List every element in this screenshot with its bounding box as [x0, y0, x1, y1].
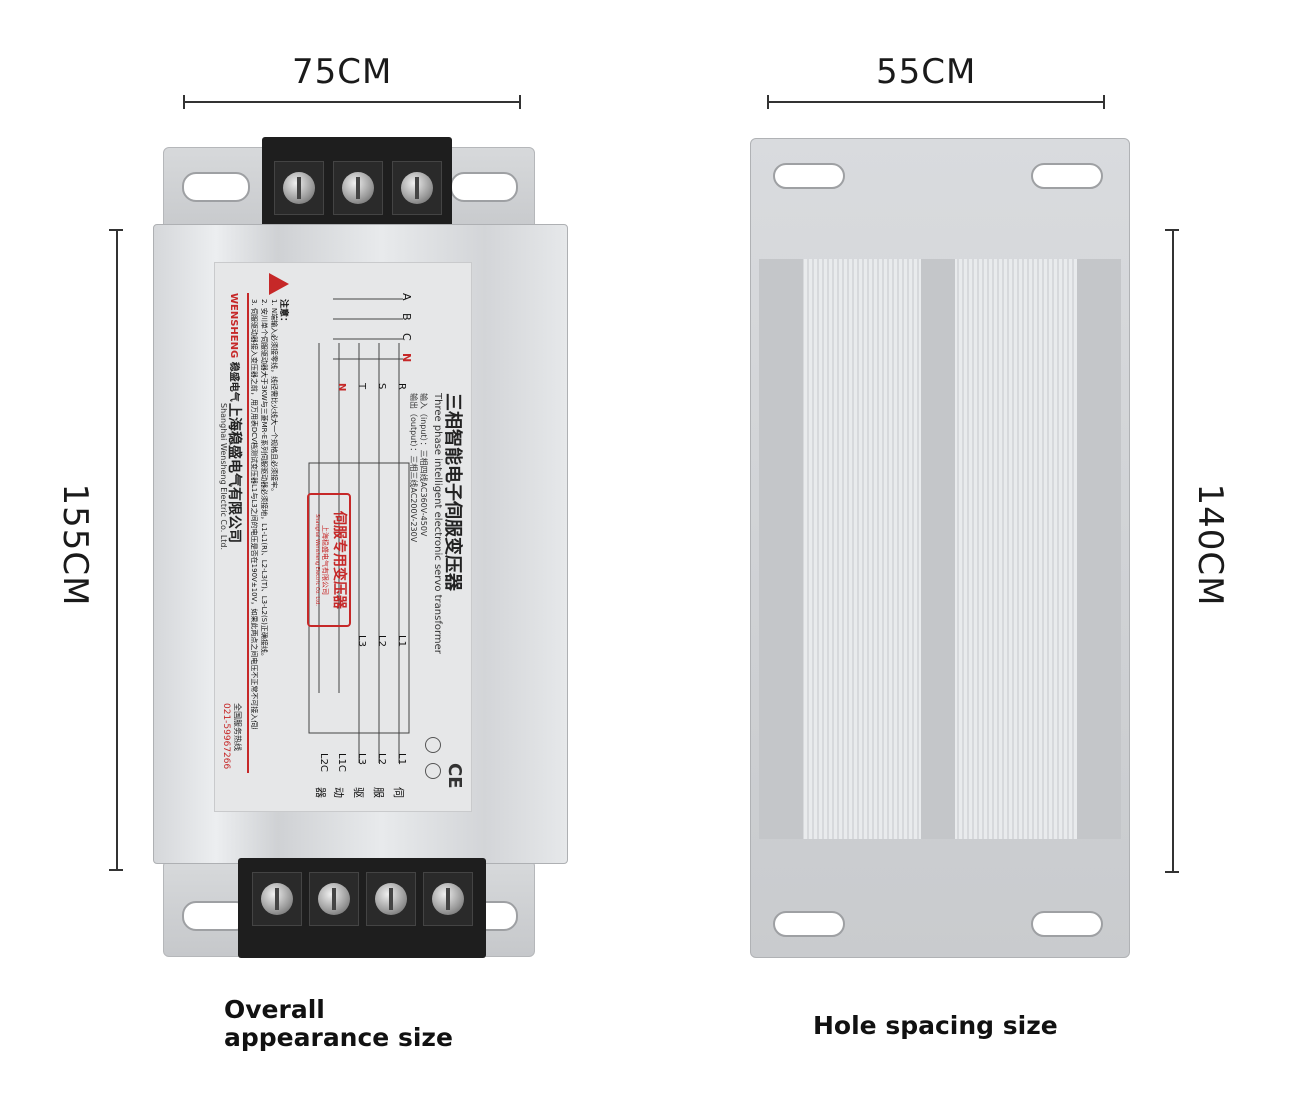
- right-height-label: 140CM: [1190, 483, 1230, 607]
- company-name: 上海稳盛电气有限公司: [226, 403, 242, 543]
- terminal-label-n: N: [400, 353, 413, 363]
- certification-icon: [425, 763, 441, 779]
- left-width-tick-start: [183, 95, 185, 109]
- mounting-slot: [1031, 911, 1103, 937]
- right-width-label: 55CM: [876, 52, 977, 92]
- mounting-slot: [773, 163, 845, 189]
- label-title-en: Three phase intelligent electronic servo…: [432, 393, 443, 654]
- mounting-slot: [182, 172, 250, 202]
- heatsink-band: [1077, 259, 1121, 839]
- right-caption: Hole spacing size: [813, 1011, 1058, 1040]
- terminal-label-t: T: [356, 383, 367, 390]
- input-terminal-block: [238, 858, 486, 958]
- label-title: 三相智能电子伺服变压器: [442, 393, 463, 591]
- left-caption: Overall appearance size: [224, 995, 453, 1052]
- certification-icon: [425, 737, 441, 753]
- output-label-l3: L3: [356, 635, 367, 647]
- servo-label-l2: L2: [376, 753, 387, 765]
- terminal-label-b: B: [400, 313, 413, 321]
- brand-logo: WENSHENG 稳盛电气: [228, 293, 243, 402]
- warning-icon: [269, 273, 289, 295]
- right-height-line: [1172, 229, 1174, 873]
- right-width-tick-start: [767, 95, 769, 109]
- terminal-label-a: A: [400, 293, 413, 301]
- servo-transformer-stamp: 伺服专用变压器 上海稳盛电气有限公司 Shanghai Wensheng Ele…: [307, 493, 351, 627]
- brand-name-cn: 稳盛电气: [228, 361, 239, 402]
- ce-mark: CE: [444, 763, 465, 789]
- servo-char: 服: [372, 787, 385, 798]
- company-name-en: Shanghai Wensheng Electric Co. Ltd.: [219, 403, 228, 551]
- left-width-line: [183, 101, 520, 103]
- terminal-screw: [423, 872, 473, 926]
- output-label-l1: L1: [396, 635, 407, 647]
- note-line: 2. 安川单个伺服驱动器大于3KW与三菱MR-E系列伺服驱动器必须接地，L1-L…: [260, 299, 268, 660]
- stamp-text: 伺服专用变压器: [331, 511, 347, 609]
- mounting-slot: [1031, 163, 1103, 189]
- terminal-label-r: R: [396, 383, 407, 390]
- stamp-subtext-en: Shanghai Wensheng Electric Co. Ltd.: [314, 514, 320, 606]
- left-width-label: 75CM: [292, 52, 393, 92]
- heatsink-band: [759, 259, 803, 839]
- brand-name: WENSHENG: [228, 293, 239, 359]
- left-width-tick-end: [519, 95, 521, 109]
- label-rotated-content: 三相智能电子伺服变压器 Three phase intelligent elec…: [215, 263, 471, 811]
- terminal-screw: [333, 161, 383, 215]
- servo-char: 动: [332, 787, 345, 798]
- hotline-label: 全国服务热线: [233, 703, 242, 751]
- wiring-lines: [308, 298, 410, 763]
- terminal-screw: [366, 872, 416, 926]
- note-line: 1. N端输入必须接零线，线径需比火线大一个规格且必须接牢。: [270, 299, 278, 496]
- label-input-spec: 输入（input）：三相四线AC360V-450V: [419, 393, 428, 537]
- notes-title: 注意：: [278, 299, 288, 327]
- wiring-diagram: A B C N R S T N L1 L2 L3 伺服专用变压器 上海稳盛电气有…: [293, 263, 413, 811]
- terminal-label-n2: N: [336, 383, 347, 392]
- heatsink-band: [921, 259, 955, 839]
- terminal-label-c: C: [400, 333, 413, 341]
- servo-char: 伺: [392, 787, 405, 798]
- note-line: 3. 伺服驱动器接入变压器之前，用万用表DCV档测试变压器L1与L3之间的电压是…: [250, 299, 258, 729]
- label-footer-divider: [247, 293, 249, 773]
- servo-label-l1c: L1C: [336, 753, 347, 772]
- mounting-slot: [450, 172, 518, 202]
- hotline-number: 021-59967266: [221, 703, 231, 770]
- terminal-screw: [274, 161, 324, 215]
- left-height-tick-end: [109, 869, 123, 871]
- servo-char: 器: [314, 787, 327, 798]
- servo-label-l3: L3: [356, 753, 367, 765]
- left-height-line: [116, 229, 118, 871]
- servo-label-l2c: L2C: [318, 753, 329, 772]
- stamp-subtext: 上海稳盛电气有限公司: [321, 525, 329, 595]
- terminal-screw: [252, 872, 302, 926]
- right-width-tick-end: [1103, 95, 1105, 109]
- right-height-tick-end: [1165, 871, 1179, 873]
- terminal-screw: [309, 872, 359, 926]
- mounting-slot: [773, 911, 845, 937]
- servo-char: 驱: [352, 787, 365, 798]
- product-label: 三相智能电子伺服变压器 Three phase intelligent elec…: [214, 262, 472, 812]
- mounting-plate: [750, 138, 1130, 958]
- output-label-l2: L2: [376, 635, 387, 647]
- terminal-screw: [392, 161, 442, 215]
- output-terminal-block: [262, 137, 452, 229]
- servo-label-l1: L1: [396, 753, 407, 765]
- terminal-label-s: S: [376, 383, 387, 390]
- right-width-line: [767, 101, 1105, 103]
- left-height-tick-start: [109, 229, 123, 231]
- right-height-tick-start: [1165, 229, 1179, 231]
- left-height-label: 155CM: [55, 483, 95, 607]
